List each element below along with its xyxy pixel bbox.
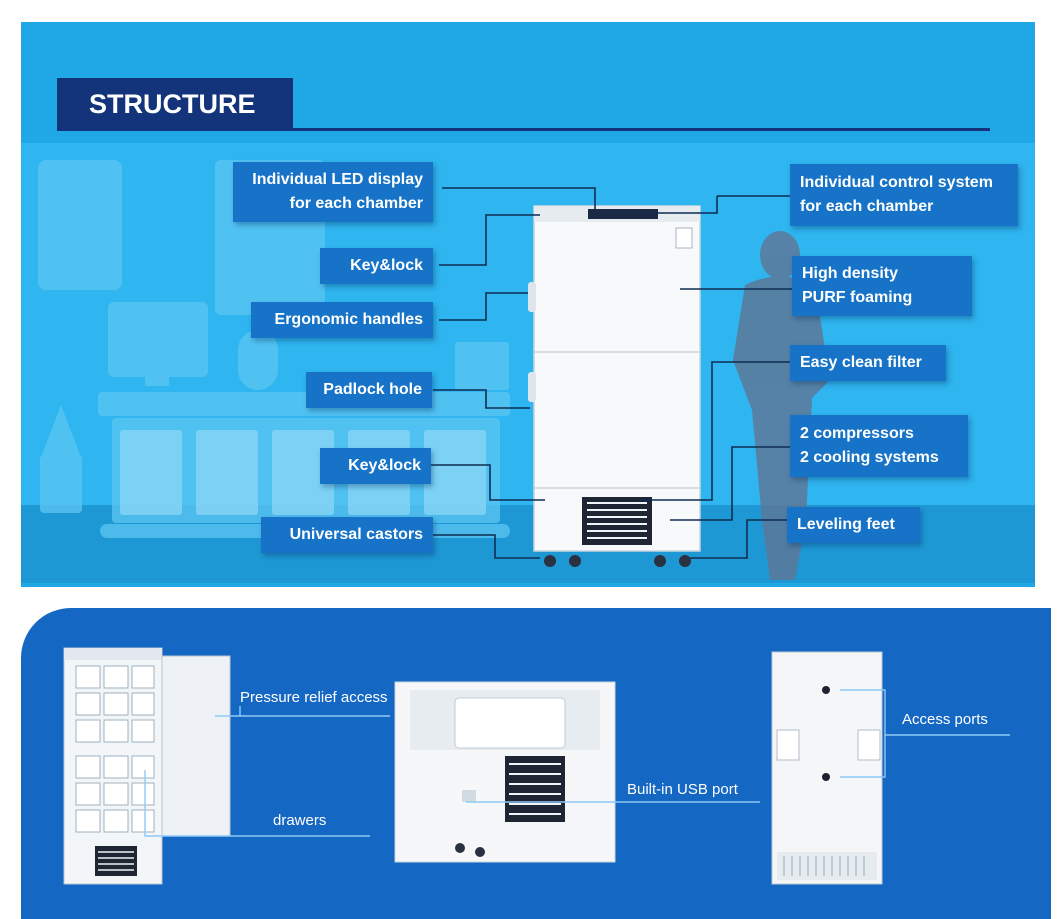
callout-key-lock-bottom: Key&lock xyxy=(320,448,431,484)
usb-closeup xyxy=(394,681,616,863)
title-underline xyxy=(293,128,990,131)
test-tube-rack xyxy=(455,342,509,390)
plant-leaves xyxy=(40,405,82,460)
handle-top xyxy=(528,282,536,312)
callout-universal-castors: Universal castors xyxy=(261,517,433,553)
label-access-ports: Access ports xyxy=(902,711,988,728)
detail-leader-lines xyxy=(144,689,1010,837)
led-display-panel xyxy=(588,209,658,219)
usb-port xyxy=(462,790,476,802)
callout-leveling-feet: Leveling feet xyxy=(787,507,920,543)
freezer-open xyxy=(63,647,231,885)
callout-key-lock-top: Key&lock xyxy=(320,248,433,284)
callout-purf-foaming: High density PURF foaming xyxy=(792,256,972,316)
freezer-back xyxy=(771,651,883,885)
label-pressure-relief: Pressure relief access xyxy=(240,689,388,706)
closeup-grille xyxy=(505,756,565,822)
section-title: STRUCTURE xyxy=(57,78,293,131)
handle-bottom xyxy=(528,372,536,402)
label-drawers: drawers xyxy=(273,812,327,829)
freezer-main xyxy=(528,205,701,567)
callout-ergonomic-handles: Ergonomic handles xyxy=(251,302,433,338)
callout-easy-clean-filter: Easy clean filter xyxy=(790,345,946,381)
shelf-cabinet xyxy=(38,160,122,290)
callout-compressors: 2 compressors 2 cooling systems xyxy=(790,415,968,477)
drawer xyxy=(454,697,566,749)
callout-led-display: Individual LED display for each chamber xyxy=(233,162,433,222)
lab-bench-top xyxy=(98,392,510,416)
open-door xyxy=(161,655,231,837)
callout-control-system: Individual control system for each chamb… xyxy=(790,164,1018,226)
monitor-stand xyxy=(145,336,169,386)
flask xyxy=(238,330,278,390)
bench-drawers xyxy=(120,430,486,515)
label-usb-port: Built-in USB port xyxy=(627,781,738,798)
callout-padlock-hole: Padlock hole xyxy=(306,372,432,408)
leader-lines xyxy=(431,187,792,559)
plant-pot xyxy=(40,455,82,513)
